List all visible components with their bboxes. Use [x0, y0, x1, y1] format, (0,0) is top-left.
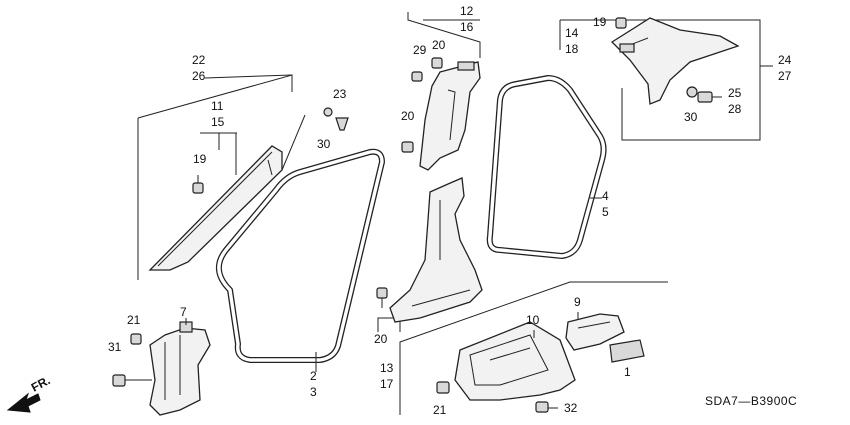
diagram-code: SDA7—B3900C: [705, 394, 797, 408]
label-9: 9: [574, 295, 581, 309]
label-24: 24: [778, 53, 792, 67]
label-30-right: 30: [684, 110, 698, 124]
clip-23: [335, 117, 349, 131]
label-30-left: 30: [317, 137, 331, 151]
label-29: 29: [413, 43, 427, 57]
clip-30-left: [323, 107, 333, 117]
clip-32: [535, 401, 558, 413]
label-26: 26: [192, 69, 206, 83]
label-1: 1: [624, 365, 631, 379]
label-2: 2: [310, 369, 317, 383]
label-13: 13: [380, 361, 394, 375]
front-direction-arrow: [6, 392, 41, 413]
clip-20-low: [376, 287, 388, 308]
rear-door-seal: [486, 75, 607, 259]
label-19-top: 19: [593, 15, 607, 29]
label-21-right: 21: [433, 403, 447, 417]
label-25: 25: [728, 86, 742, 100]
label-28: 28: [728, 102, 742, 116]
label-12: 12: [460, 4, 474, 18]
clip-19-left: [192, 175, 204, 194]
a-pillar-garnish: [148, 145, 283, 271]
label-27: 27: [778, 69, 792, 83]
clip-29: [411, 71, 423, 82]
grab-handle: [565, 313, 625, 351]
clip-20-top: [431, 57, 443, 69]
clip-21-left: [130, 333, 142, 345]
step-garnish: [454, 321, 576, 401]
label-20-top: 20: [432, 38, 446, 52]
label-21-left: 21: [127, 313, 141, 327]
label-31: 31: [108, 340, 122, 354]
callout-frame-quarter-trim: [559, 19, 773, 141]
clip-31: [112, 374, 152, 387]
label-14: 14: [565, 26, 579, 40]
callout-frame-a-pillar: [137, 74, 293, 280]
label-18: 18: [565, 42, 579, 56]
front-marker-text: FR.: [29, 373, 53, 394]
label-3: 3: [310, 385, 317, 399]
label-19-left: 19: [193, 152, 207, 166]
front-door-seal: [216, 148, 385, 363]
leader-23-link: [281, 114, 306, 171]
label-22: 22: [192, 53, 206, 67]
label-17: 17: [380, 377, 394, 391]
callout-frame-b-pillar-lower: [377, 317, 401, 332]
callout-frame-scuff: [399, 281, 668, 415]
label-15: 15: [211, 115, 225, 129]
kick-panel: [149, 321, 211, 416]
handle-cap: [609, 339, 645, 363]
clip-25: [697, 91, 713, 103]
label-20-mid: 20: [401, 109, 415, 123]
label-23: 23: [333, 87, 347, 101]
b-pillar-upper-garnish: [419, 61, 481, 171]
quarter-trim: [610, 17, 740, 105]
label-7: 7: [180, 305, 187, 319]
label-20-low: 20: [374, 332, 388, 346]
callout-frame-b-pillar-upper: [407, 12, 481, 58]
clip-19-top: [615, 17, 627, 29]
clip-30-right: [686, 86, 698, 98]
label-4: 4: [602, 189, 609, 203]
label-5: 5: [602, 205, 609, 219]
label-11: 11: [211, 99, 224, 113]
label-10: 10: [526, 313, 540, 327]
clip-21-right: [436, 381, 450, 394]
clip-20-mid: [401, 141, 414, 153]
b-pillar-lower-garnish: [389, 177, 483, 323]
label-16: 16: [460, 20, 474, 34]
label-32: 32: [564, 401, 578, 415]
